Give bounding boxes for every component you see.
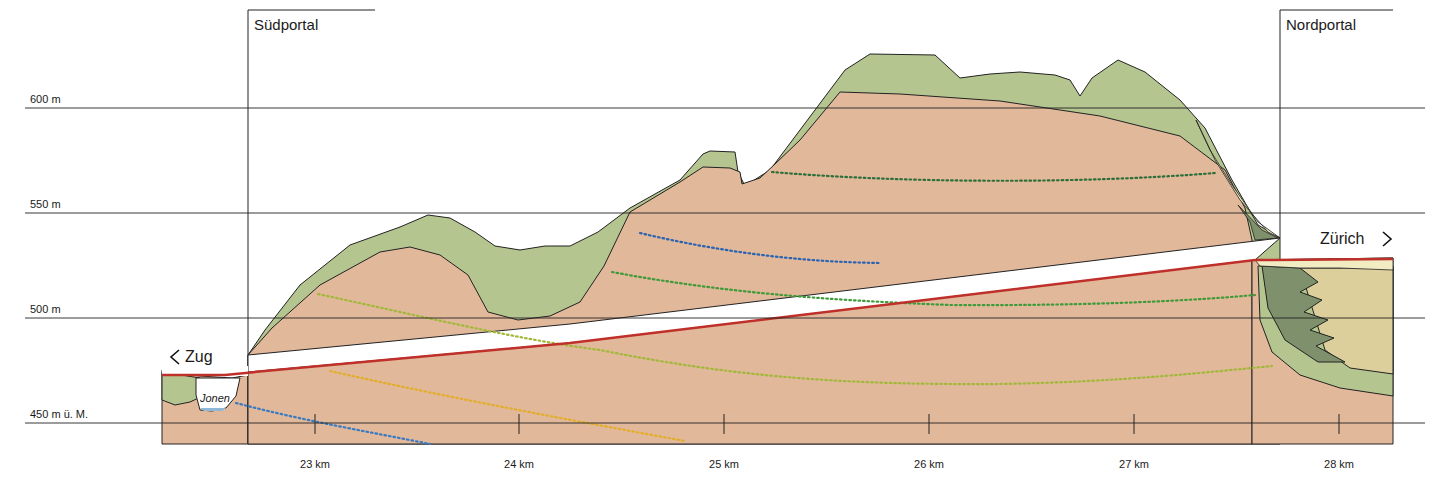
km-label: 24 km	[504, 458, 534, 470]
elevation-label: 500 m	[30, 303, 61, 315]
elevation-label: 550 m	[30, 198, 61, 210]
moraine	[1262, 266, 1345, 362]
direction-arrow	[171, 350, 179, 364]
grid-line	[25, 213, 1425, 214]
km-tick	[724, 414, 725, 434]
river	[200, 408, 226, 411]
km-tick	[1339, 414, 1340, 434]
km-label: 28 km	[1324, 458, 1354, 470]
portal-label: Nordportal	[1286, 17, 1356, 34]
stratum-line	[640, 233, 880, 263]
rock-body	[162, 370, 248, 444]
elevation-label: 450 m ü. M.	[30, 408, 88, 420]
stratum-line	[772, 172, 1215, 181]
jonen-valley	[196, 378, 240, 411]
portal-marker	[1280, 10, 1393, 238]
km-label: 25 km	[709, 458, 739, 470]
stratum-line	[318, 294, 1272, 384]
portal-marker	[248, 10, 375, 355]
km-tick	[929, 414, 930, 434]
slope-deposit	[1196, 120, 1280, 238]
km-label: 23 km	[300, 458, 330, 470]
stratum-line	[330, 371, 685, 441]
place-label: Zürich	[1320, 230, 1364, 248]
river-label: Jonen	[200, 392, 230, 404]
tunnel	[248, 238, 1280, 372]
km-label: 26 km	[914, 458, 944, 470]
stratum-line	[236, 403, 430, 444]
quaternary-cover	[248, 54, 1280, 444]
grid-line	[25, 108, 1425, 109]
moraine	[1238, 205, 1278, 240]
elevation-label: 600 m	[30, 93, 61, 105]
km-tick	[1134, 414, 1135, 434]
place-label: Zug	[185, 348, 213, 366]
km-tick	[519, 414, 520, 434]
direction-arrow	[1383, 232, 1391, 246]
rock-body	[1252, 258, 1393, 444]
grid-line	[25, 423, 1425, 424]
grid-line	[25, 318, 1425, 319]
quaternary-cover	[1258, 266, 1393, 396]
km-label: 27 km	[1119, 458, 1149, 470]
km-tick	[315, 414, 316, 434]
portal-label: Südportal	[254, 17, 318, 34]
railway-line	[162, 259, 1393, 375]
